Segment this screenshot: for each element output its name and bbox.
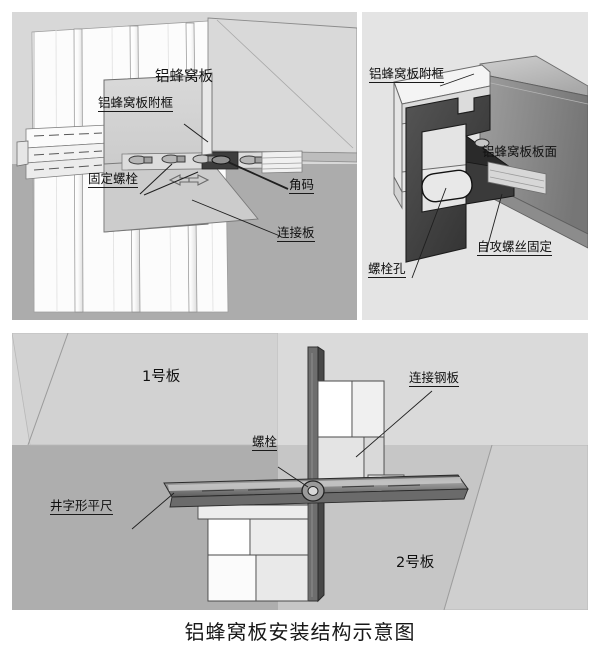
bolt-head (301, 480, 325, 502)
adjustment-arrows (168, 174, 210, 186)
fixing-bolts-group (128, 154, 264, 165)
label-grid-shaped-flat-ruler: 井字形平尺 (50, 498, 113, 516)
leader-lines (131, 390, 433, 530)
lower-connector-box (197, 504, 309, 602)
leader-lines (139, 123, 289, 237)
panel-wall-mounting-detail: 铝蜂窝板 铝蜂窝板附框 固定螺栓 角码 连接板 (12, 12, 357, 320)
self-tapping-screw-rail (474, 138, 547, 195)
bolt-slot-hole (421, 169, 473, 203)
label-connecting-steel-plate: 连接钢板 (409, 370, 460, 388)
panel-1-plate (12, 333, 279, 446)
right-rail-detail (261, 150, 303, 174)
honeycomb-panel-body (207, 17, 357, 163)
label-self-tapping-screw-fixing: 自攻螺丝固定 (477, 239, 553, 257)
label-honeycomb-sub-frame-2: 铝蜂窝板附框 (369, 66, 445, 84)
leader-lines (411, 73, 503, 279)
bracket-detail-drawing (362, 12, 588, 320)
angle-code-bracket (121, 151, 268, 186)
label-corner-bracket: 角码 (289, 177, 315, 195)
label-bolt: 螺栓 (252, 434, 278, 452)
label-connecting-plate: 连接板 (277, 225, 315, 243)
panel-bracket-closeup: 铝蜂窝板附框 铝蜂窝板板面 自攻螺丝固定 螺栓孔 (362, 12, 588, 320)
label-bolt-hole: 螺栓孔 (368, 261, 406, 279)
label-honeycomb-panel: 铝蜂窝板 (155, 69, 213, 85)
label-fixing-bolt: 固定螺栓 (88, 171, 139, 189)
figure-caption: 铝蜂窝板安装结构示意图 (184, 620, 416, 644)
wall-detail-drawing (12, 12, 357, 320)
horizontal-transom-rail (16, 124, 109, 180)
honeycomb-sub-frame-edge (201, 72, 213, 156)
label-panel-no-1: 1号板 (142, 369, 181, 385)
label-honeycomb-sub-frame: 铝蜂窝板附框 (98, 95, 174, 113)
label-honeycomb-panel-face: 铝蜂窝板板面 (482, 144, 558, 159)
label-panel-no-2: 2号板 (396, 555, 435, 571)
panel-joint-section: 1号板 连接钢板 螺栓 井字形平尺 2号板 (12, 333, 588, 610)
joint-section-drawing (12, 333, 588, 610)
